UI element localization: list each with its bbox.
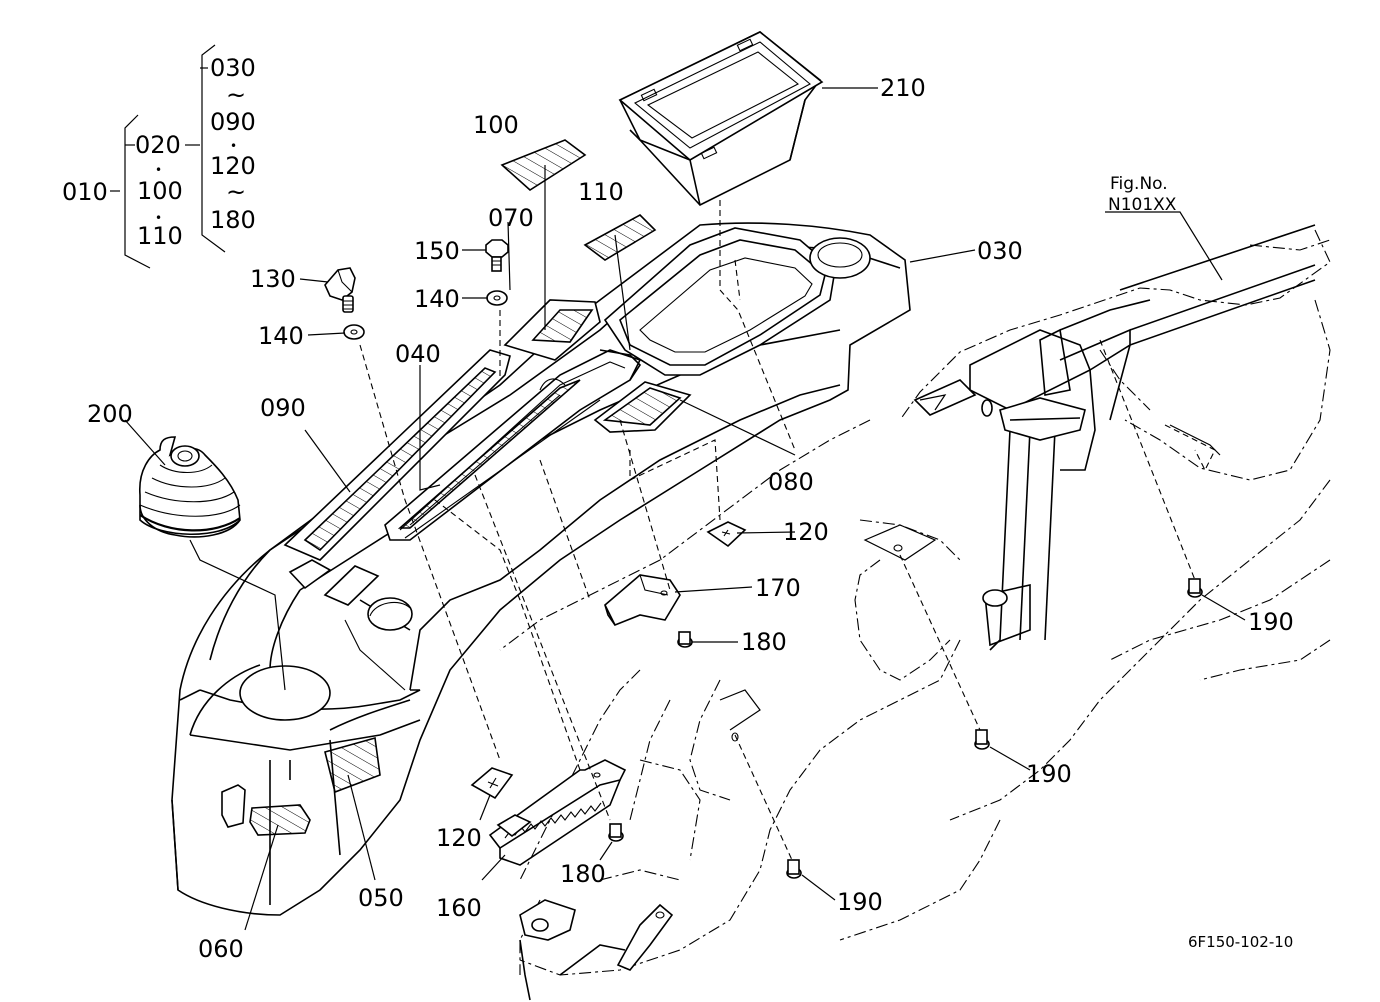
label-180-tree: 180 — [210, 206, 256, 234]
frame-brackets — [719, 394, 1221, 742]
callout-060: 060 — [198, 935, 244, 963]
tilde-2: ~ — [226, 178, 246, 206]
callout-040: 040 — [395, 340, 441, 368]
callout-120-right: 120 — [783, 518, 829, 546]
callout-100: 100 — [473, 111, 519, 139]
callout-200: 200 — [87, 400, 133, 428]
callout-210: 210 — [880, 74, 926, 102]
console-body — [171, 222, 911, 916]
gear-boot-200 — [139, 436, 241, 538]
callout-050: 050 — [358, 884, 404, 912]
clip-120-left — [470, 767, 514, 800]
decal-100 — [500, 139, 587, 191]
bracket-170 — [604, 574, 681, 627]
washer-140-left — [343, 324, 365, 340]
tractor-frame-outline — [499, 229, 1331, 976]
callout-080: 080 — [768, 468, 814, 496]
callout-180-right: 180 — [741, 628, 787, 656]
callout-130: 130 — [250, 265, 296, 293]
fig-no-value: N101XX — [1108, 195, 1177, 215]
callout-070: 070 — [488, 204, 534, 232]
callout-090: 090 — [260, 394, 306, 422]
dot-3: • — [230, 139, 237, 153]
bolt-190-middle — [974, 729, 990, 750]
clip-120-right — [706, 521, 747, 548]
bolt-190-bottom — [786, 859, 802, 879]
bolt-190-top — [1187, 578, 1203, 598]
label-120-tree: 120 — [210, 152, 256, 180]
fig-no-label: Fig.No. — [1110, 174, 1168, 194]
label-110-tree: 110 — [137, 222, 183, 250]
bolt-180-left — [608, 823, 624, 842]
callout-190-bottom: 190 — [837, 888, 883, 916]
callout-030: 030 — [977, 237, 1023, 265]
callout-140-right: 140 — [414, 285, 460, 313]
lower-linkage — [519, 899, 674, 1001]
bolt-150 — [485, 239, 509, 272]
washer-140-right — [486, 290, 508, 306]
tilde-1: ~ — [226, 81, 246, 109]
label-020: 020 — [135, 131, 181, 159]
callout-110: 110 — [578, 178, 624, 206]
storage-box-210 — [618, 31, 824, 206]
assembly-lines — [359, 200, 1196, 861]
callout-140-left: 140 — [258, 322, 304, 350]
callout-170: 170 — [755, 574, 801, 602]
decal-110 — [583, 214, 657, 261]
bolt-180-right — [677, 631, 693, 648]
rack-bracket-160 — [488, 759, 627, 866]
callout-160: 160 — [436, 894, 482, 922]
callout-190-top: 190 — [1248, 608, 1294, 636]
callout-190-middle: 190 — [1026, 760, 1072, 788]
part-tree-brackets — [110, 44, 226, 269]
drawing-number: 6F150-102-10 — [1188, 933, 1293, 951]
callout-120-left: 120 — [436, 824, 482, 852]
frame-post — [982, 397, 1086, 651]
callouts: 010 020 • 100 • 110 030 ~ 090 • 120 ~ 18… — [62, 54, 1294, 963]
label-090-tree: 090 — [210, 108, 256, 136]
dot-1: • — [155, 163, 162, 177]
dot-2: • — [155, 211, 162, 225]
knob-130 — [324, 267, 356, 313]
leader-lines — [124, 87, 1246, 931]
label-010: 010 — [62, 178, 108, 206]
label-100-tree: 100 — [137, 177, 183, 205]
frame-rail — [913, 224, 1316, 471]
label-030-tree: 030 — [210, 54, 256, 82]
callout-180-left: 180 — [560, 860, 606, 888]
callout-150: 150 — [414, 237, 460, 265]
